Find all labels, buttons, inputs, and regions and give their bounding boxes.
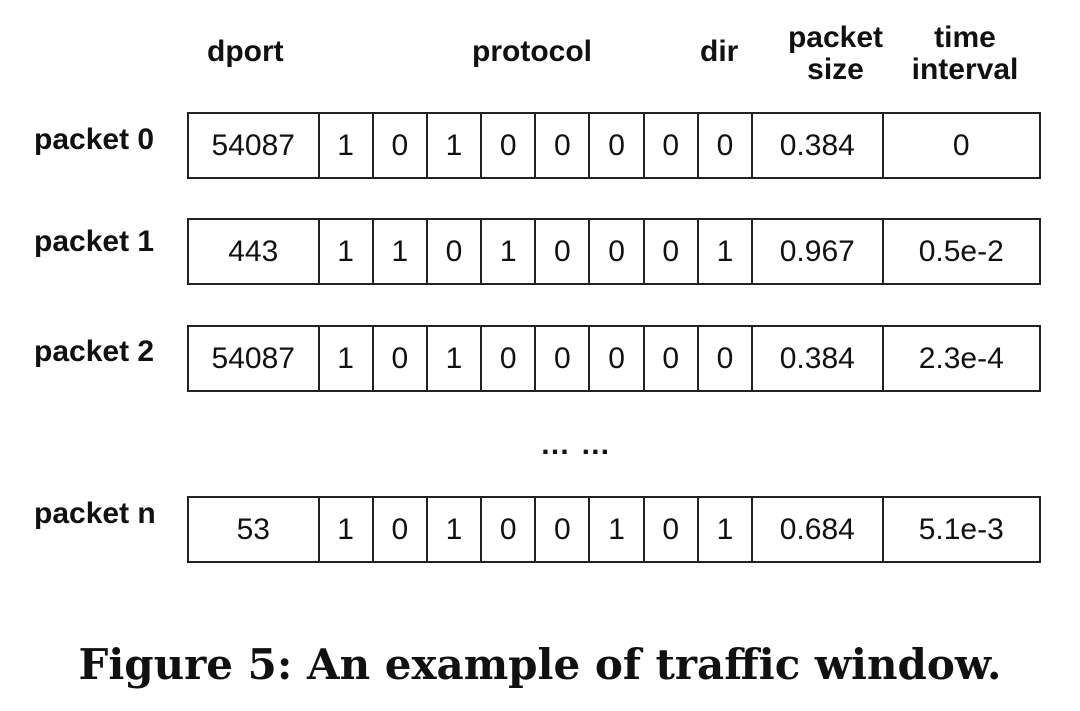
row-label: packet 0 [34, 123, 155, 156]
packet-size-cell: 0.684 [753, 498, 884, 561]
protocol-bit-cell: 0 [590, 220, 645, 283]
dport-cell: 53 [189, 498, 320, 561]
protocol-bit-cell: 0 [374, 114, 428, 177]
protocol-bit-cell: 0 [536, 327, 591, 390]
protocol-bit-cell: 0 [536, 114, 591, 177]
dport-cell: 54087 [189, 327, 320, 390]
header-packet-size-line1: packet [787, 21, 884, 54]
protocol-bit-cell: 0 [590, 327, 645, 390]
header-protocol: protocol [472, 35, 592, 68]
protocol-bit-cell: 0 [374, 327, 428, 390]
packet-row: 443 1 1 0 1 0 0 0 1 0.967 0.5e-2 [187, 218, 1041, 285]
protocol-bit-cell: 0 [428, 220, 483, 283]
packet-row: 53 1 0 1 0 0 1 0 1 0.684 5.1e-3 [187, 496, 1041, 563]
dir-bit-cell: 1 [699, 220, 754, 283]
dport-cell: 54087 [189, 114, 320, 177]
ellipsis: … … [540, 428, 612, 461]
header-dport: dport [207, 35, 284, 68]
time-interval-cell: 0.5e-2 [918, 234, 1004, 268]
protocol-bit-cell: 0 [374, 498, 428, 561]
time-interval-cell: 2.3e-4 [918, 341, 1004, 375]
protocol-bit-cell: 0 [482, 327, 537, 390]
protocol-bit-cell: 1 [320, 327, 374, 390]
protocol-bit-cell: 0 [536, 498, 591, 561]
protocol-bit-cell: 0 [536, 220, 591, 283]
packet-size-cell: 0.384 [753, 327, 884, 390]
protocol-bit-cell: 0 [645, 114, 699, 177]
header-packet-size-line2: size [807, 53, 864, 86]
row-label: packet 1 [34, 225, 155, 258]
time-interval-cell: 5.1e-3 [918, 512, 1004, 546]
header-time-interval: time interval [900, 22, 1030, 86]
protocol-bit-cell: 0 [645, 327, 699, 390]
protocol-bit-cell: 1 [590, 498, 645, 561]
figure-caption: Figure 5: An example of traffic window. [78, 640, 1002, 689]
protocol-bit-cell: 1 [428, 114, 483, 177]
dir-bit-cell: 0 [699, 327, 754, 390]
dir-bit-cell: 0 [699, 114, 754, 177]
protocol-bit-cell: 1 [374, 220, 428, 283]
protocol-bit-cell: 0 [482, 498, 537, 561]
protocol-bit-cell: 1 [320, 114, 374, 177]
packet-size-cell: 0.967 [753, 220, 884, 283]
packet-row: 54087 1 0 1 0 0 0 0 0 0.384 2.3e-4 [187, 325, 1041, 392]
header-packet-size: packet size [778, 22, 893, 86]
dir-bit-cell: 1 [699, 498, 754, 561]
packet-size-cell: 0.384 [753, 114, 884, 177]
protocol-bit-cell: 1 [428, 327, 483, 390]
protocol-bit-cell: 0 [645, 498, 699, 561]
packet-row: 54087 1 0 1 0 0 0 0 0 0.384 0 [187, 112, 1041, 179]
protocol-bit-cell: 0 [590, 114, 645, 177]
protocol-bit-cell: 1 [428, 498, 483, 561]
protocol-bit-cell: 1 [320, 498, 374, 561]
dport-cell: 443 [189, 220, 320, 283]
protocol-bit-cell: 0 [645, 220, 699, 283]
header-dir: dir [700, 35, 739, 68]
header-time-interval-line2: interval [911, 53, 1019, 86]
protocol-bit-cell: 0 [482, 114, 537, 177]
protocol-bit-cell: 1 [482, 220, 537, 283]
time-interval-cell: 0 [952, 128, 970, 162]
protocol-bit-cell: 1 [320, 220, 374, 283]
row-label: packet n [34, 497, 156, 530]
header-time-interval-line1: time [934, 21, 996, 54]
row-label: packet 2 [34, 335, 155, 368]
